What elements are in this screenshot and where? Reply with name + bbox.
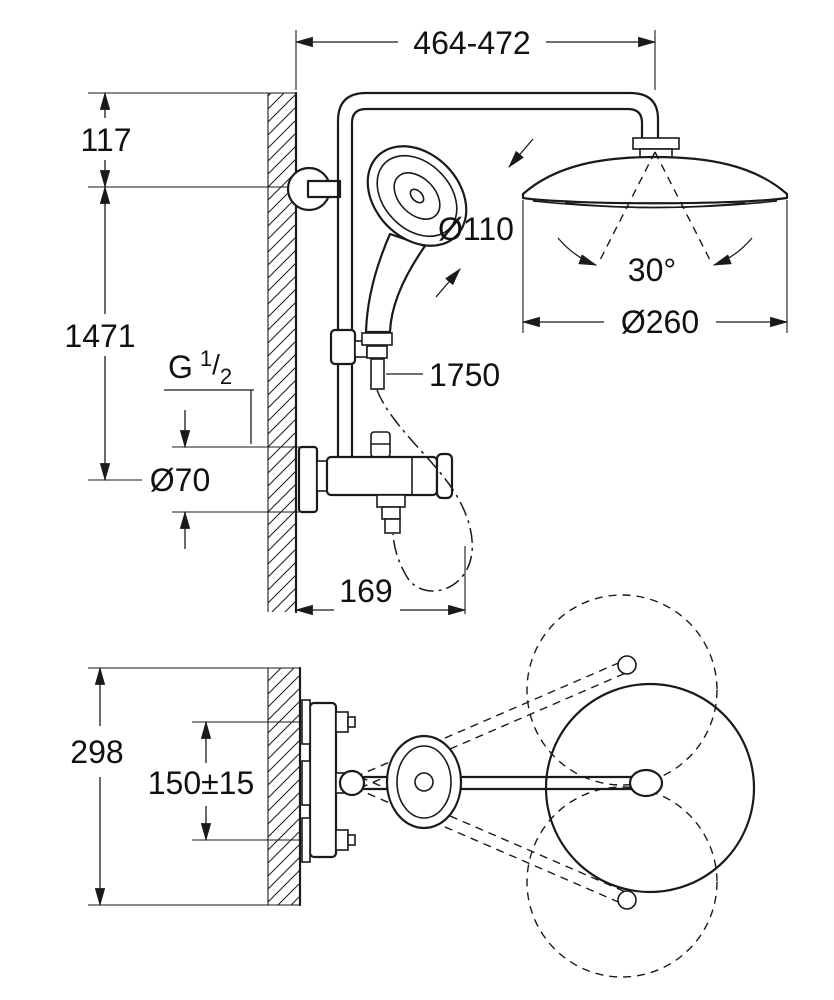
supply-escutcheon-lower bbox=[301, 817, 311, 863]
valve-escutcheon-plan bbox=[301, 760, 311, 806]
hose-length-label: 1750 bbox=[429, 357, 500, 393]
hand-shower-nut bbox=[361, 332, 393, 346]
wall-section-elevation bbox=[267, 91, 298, 614]
dim-riser-height: 1471 bbox=[64, 185, 142, 482]
dim-swivel-angle: 30° bbox=[557, 151, 753, 288]
hand-shower-diameter-label: Ø110 bbox=[438, 211, 514, 247]
valve-outlet-mid bbox=[381, 506, 401, 520]
dim-supply-centers: 150±15 bbox=[148, 720, 302, 842]
pipe-outer-edge bbox=[336, 91, 660, 459]
valve-body-plan bbox=[308, 701, 338, 859]
dim-hose-length: 1750 bbox=[386, 357, 500, 393]
hand-shower-hose-crimp bbox=[370, 358, 385, 390]
dim-plan-overall: 298 bbox=[70, 666, 300, 907]
pipe-inner-edge bbox=[350, 107, 644, 459]
hand-shower-cone bbox=[366, 345, 388, 359]
valve-hose-stub bbox=[384, 518, 401, 534]
arm-tip-lower bbox=[617, 890, 637, 910]
wall-to-hose-label: 169 bbox=[339, 573, 392, 609]
escutcheon-diameter-label: Ø70 bbox=[150, 462, 210, 498]
supply-union-upper bbox=[335, 711, 349, 733]
supply-centers-label: 150±15 bbox=[148, 765, 255, 801]
supply-union-lower bbox=[335, 829, 349, 851]
head-shower bbox=[521, 137, 789, 209]
plan-overall-label: 298 bbox=[70, 734, 123, 770]
arm-tip-upper bbox=[617, 655, 637, 675]
head-diameter-label: Ø260 bbox=[621, 304, 699, 340]
top-offset-label: 117 bbox=[80, 122, 131, 158]
dim-escutcheon-diameter: Ø70 bbox=[150, 410, 314, 549]
head-shower-dome bbox=[521, 155, 789, 205]
hand-shower-handle bbox=[364, 232, 427, 334]
head-position-upper bbox=[526, 594, 718, 786]
dim-hand-shower-diameter: Ø110 bbox=[435, 138, 534, 298]
elevation-view: 30° Ø260 464-472 117 bbox=[64, 25, 789, 616]
supply-escutcheon-upper bbox=[301, 699, 311, 745]
head-shower-nut bbox=[632, 137, 680, 150]
thermostat-valve bbox=[297, 431, 454, 534]
holder-clamp bbox=[329, 328, 357, 366]
dim-head-diameter: Ø260 bbox=[521, 200, 789, 340]
hand-shower-plan bbox=[385, 734, 463, 830]
arm-reach-label: 464-472 bbox=[413, 25, 530, 61]
hand-shower-face-plan bbox=[385, 734, 463, 830]
dim-arm-reach: 464-472 bbox=[294, 25, 657, 90]
riser-height-label: 1471 bbox=[64, 318, 135, 354]
thermostat-valve-plan bbox=[301, 699, 366, 863]
hand-shower bbox=[361, 145, 468, 390]
valve-escutcheon bbox=[297, 445, 319, 514]
valve-union bbox=[316, 460, 328, 492]
valve-outlet-nut bbox=[376, 494, 406, 508]
plan-view: 298 150±15 bbox=[70, 594, 756, 978]
bracket-arm bbox=[306, 179, 342, 199]
wall-section-plan bbox=[267, 666, 302, 907]
head-shower-ball-joint bbox=[628, 768, 664, 798]
riser-pipe-plan bbox=[338, 769, 366, 797]
wall-bracket bbox=[286, 166, 342, 212]
swivel-angle-label: 30° bbox=[628, 252, 676, 288]
head-position-lower bbox=[526, 786, 718, 978]
valve-end-cap bbox=[435, 452, 454, 500]
dim-wall-to-hose: 169 bbox=[294, 546, 467, 616]
head-shower-sprayface bbox=[564, 202, 746, 209]
hand-shower-face bbox=[366, 145, 468, 247]
riser-pipe-and-arm bbox=[336, 91, 660, 459]
valve-body bbox=[325, 455, 439, 497]
shower-hose bbox=[376, 389, 473, 592]
dim-top-offset: 117 bbox=[80, 91, 296, 189]
